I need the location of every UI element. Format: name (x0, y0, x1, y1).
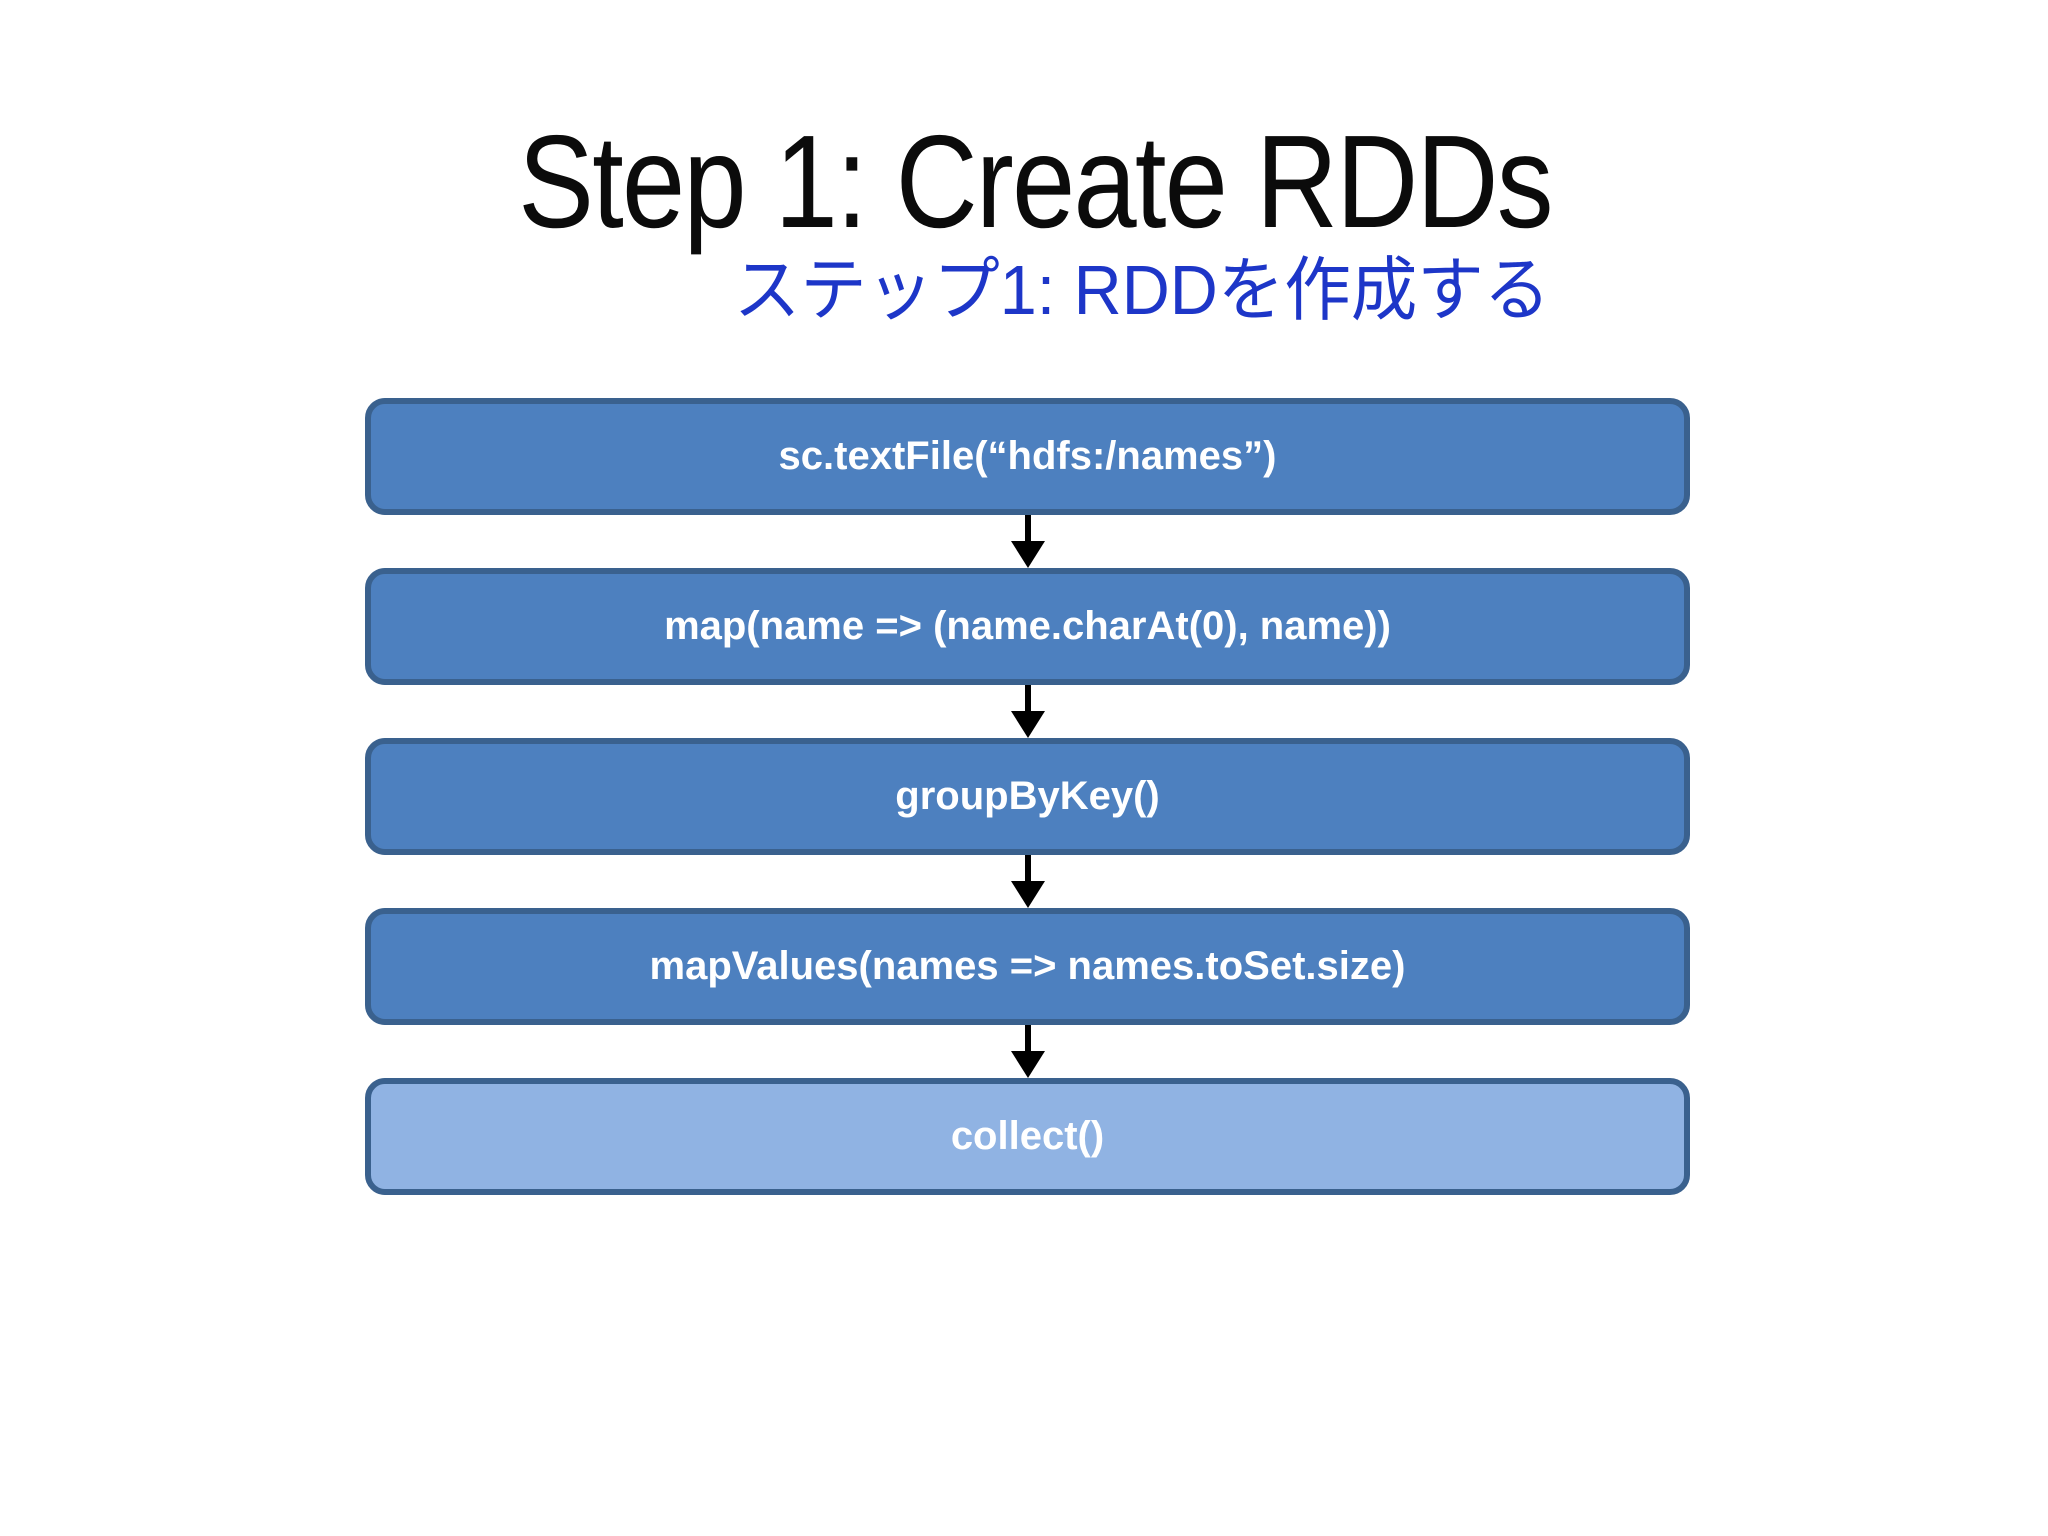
arrow-down-icon (1010, 515, 1045, 568)
flow-box-mapvalues: mapValues(names => names.toSet.size) (365, 908, 1690, 1025)
flow-diagram: sc.textFile(“hdfs:/names”) map(name => (… (365, 398, 1690, 1195)
arrow-down-icon (1010, 855, 1045, 908)
flow-box-textfile: sc.textFile(“hdfs:/names”) (365, 398, 1690, 515)
flow-box-map: map(name => (name.charAt(0), name)) (365, 568, 1690, 685)
slide-subtitle: ステップ1: RDDを作成する (733, 251, 1551, 329)
flow-box-collect: collect() (365, 1078, 1690, 1195)
arrow-down-icon (1010, 685, 1045, 738)
flow-box-groupbykey: groupByKey() (365, 738, 1690, 855)
slide-title: Step 1: Create RDDs (518, 108, 1553, 255)
arrow-down-icon (1010, 1025, 1045, 1078)
